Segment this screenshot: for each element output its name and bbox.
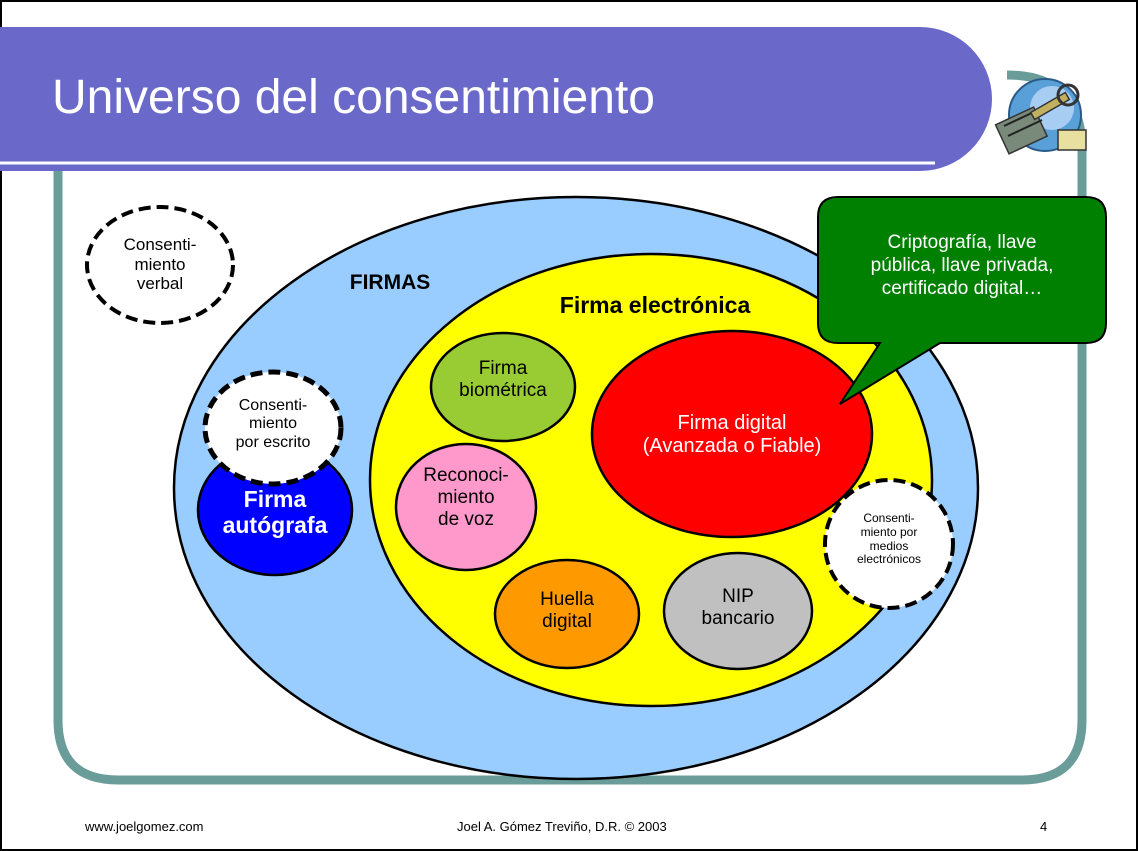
firma-biometrica-ellipse [429,331,577,443]
consentimiento-electronico-label: Consenti- miento por medios electrónicos [856,511,922,567]
consentimiento-escrito-circle [202,369,344,487]
consentimiento-electronico-circle [823,478,955,610]
firmas-label: FIRMAS [349,271,431,294]
firma-biometrica-label: Firma biométrica [459,358,547,401]
footer-website: www.joelgomez.com [85,819,204,834]
key-on-circuit-icon [994,78,1087,155]
slide-title: Universo del consentimiento [52,71,655,124]
consentimiento-escrito-label: Consenti- miento por escrito [235,397,311,451]
footer-author: Joel A. Gómez Treviño, D.R. © 2003 [457,819,667,834]
nip-bancario-ellipse [662,551,814,671]
reconocimiento-voz-label: Reconoci- miento de voz [423,465,509,530]
nip-bancario-label: NIP bancario [701,586,775,629]
footer-page-number: 4 [1040,819,1048,834]
callout-bubble [817,196,1107,405]
title-bar [0,27,992,171]
huella-digital-label: Huella digital [540,589,594,632]
firma-digital-label: Firma digital (Avanzada o Fiable) [642,412,822,457]
reconocimiento-voz-ellipse [394,442,538,572]
firma-digital-ellipse [590,329,874,539]
callout-text: Criptografía, llave pública, llave priva… [870,232,1054,299]
firma-electronica-label: Firma electrónica [559,292,751,318]
consentimiento-verbal-label: Consenti- miento verbal [123,235,197,294]
huella-digital-ellipse [493,558,641,670]
consentimiento-verbal-circle [85,205,235,325]
firma-autografa-label: Firma autógrafa [222,486,328,539]
